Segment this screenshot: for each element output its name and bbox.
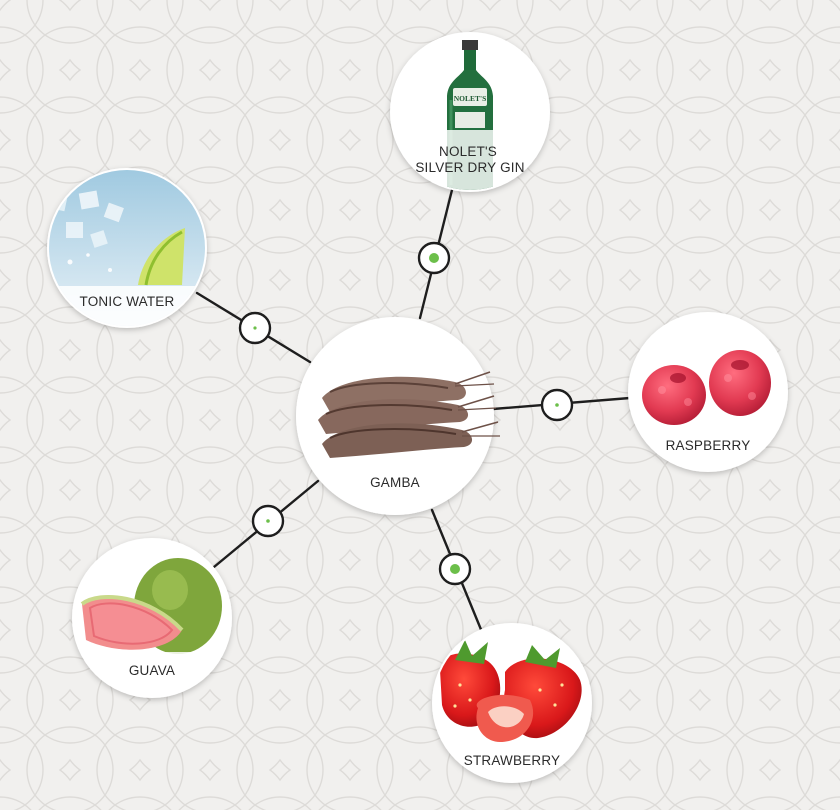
- connector-marker-raspberry[interactable]: [540, 388, 574, 422]
- gin-bottle-icon: NOLET'S: [392, 34, 548, 190]
- node-strawberry[interactable]: STRAWBERRY: [432, 623, 592, 784]
- node-gin[interactable]: NOLET'S NOLET'S SILVER DRY GIN: [390, 32, 552, 194]
- connector-marker-guava[interactable]: [251, 504, 285, 538]
- center-node-gamba[interactable]: GAMBA: [296, 317, 500, 515]
- node-label-gin-line-1: NOLET'S: [439, 144, 497, 159]
- strength-dot-icon: [450, 564, 460, 574]
- strength-dot-icon: [253, 326, 257, 330]
- strength-dot-icon: [429, 253, 439, 263]
- shrimp-icon: [318, 371, 500, 458]
- node-label-tonic-water: TONIC WATER: [80, 294, 175, 309]
- center-node-label: GAMBA: [370, 475, 420, 490]
- connector-marker-strawberry[interactable]: [438, 552, 472, 586]
- node-label-gin-line-2: SILVER DRY GIN: [415, 160, 524, 175]
- node-label-gin: NOLET'S SILVER DRY GIN: [415, 144, 524, 175]
- connector-marker-gin[interactable]: [417, 241, 451, 275]
- gin-bottle-logo: NOLET'S: [454, 94, 487, 103]
- strength-dot-icon: [266, 519, 270, 523]
- strength-dot-icon: [555, 403, 559, 407]
- node-label-strawberry: STRAWBERRY: [464, 753, 561, 768]
- node-label-guava: GUAVA: [129, 663, 175, 678]
- node-tonic-water[interactable]: TONIC WATER: [47, 168, 207, 328]
- node-guava[interactable]: GUAVA: [72, 538, 232, 698]
- node-label-raspberry: RASPBERRY: [666, 438, 751, 453]
- connector-markers: [238, 241, 574, 586]
- node-raspberry[interactable]: RASPBERRY: [628, 312, 788, 472]
- connector-marker-tonic-water[interactable]: [238, 311, 272, 345]
- strawberry-icon: [434, 640, 590, 781]
- raspberry-icon: [642, 350, 771, 425]
